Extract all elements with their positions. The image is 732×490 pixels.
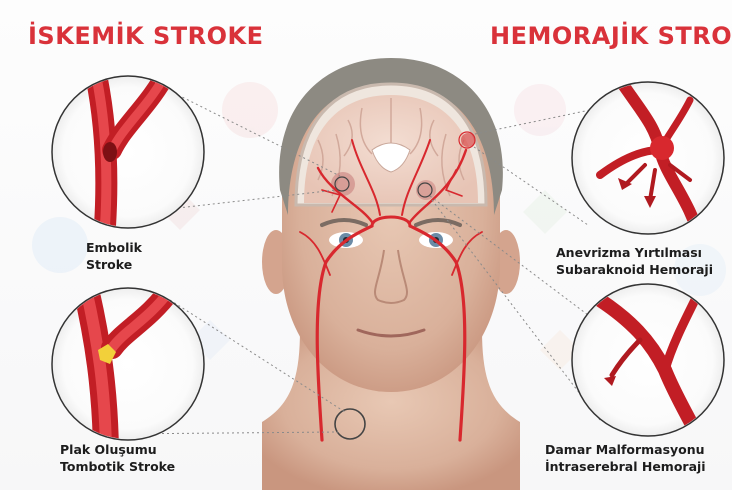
avm-caption-line2: İntraserebral Hemoraji: [545, 458, 706, 475]
lens-thrombotic: [52, 285, 204, 450]
thrombotic-caption-line2: Tombotik Stroke: [60, 458, 175, 475]
thrombotic-caption-line1: Plak Oluşumu: [60, 441, 175, 458]
lens-avm: [572, 284, 724, 440]
embolic-caption-line1: Embolik: [86, 239, 142, 256]
aneurysm-caption-line1: Anevrizma Yırtılması: [556, 244, 713, 261]
head-figure: [262, 58, 520, 490]
avm-caption: Damar Malformasyonu İntraserebral Hemora…: [545, 441, 706, 475]
aneurysm-caption-line2: Subaraknoid Hemoraji: [556, 261, 713, 278]
aneurysm-caption: Anevrizma Yırtılması Subaraknoid Hemoraj…: [556, 244, 713, 278]
hemorrhagic-stroke-heading: HEMORAJİK STROK: [490, 22, 732, 50]
embolic-caption: Embolik Stroke: [86, 239, 142, 273]
ischemic-stroke-heading: İSKEMİK STROKE: [28, 22, 264, 50]
thrombotic-caption: Plak Oluşumu Tombotik Stroke: [60, 441, 175, 475]
avm-caption-line1: Damar Malformasyonu: [545, 441, 706, 458]
lens-aneurysm: [572, 80, 724, 240]
embolic-caption-line2: Stroke: [86, 256, 142, 273]
